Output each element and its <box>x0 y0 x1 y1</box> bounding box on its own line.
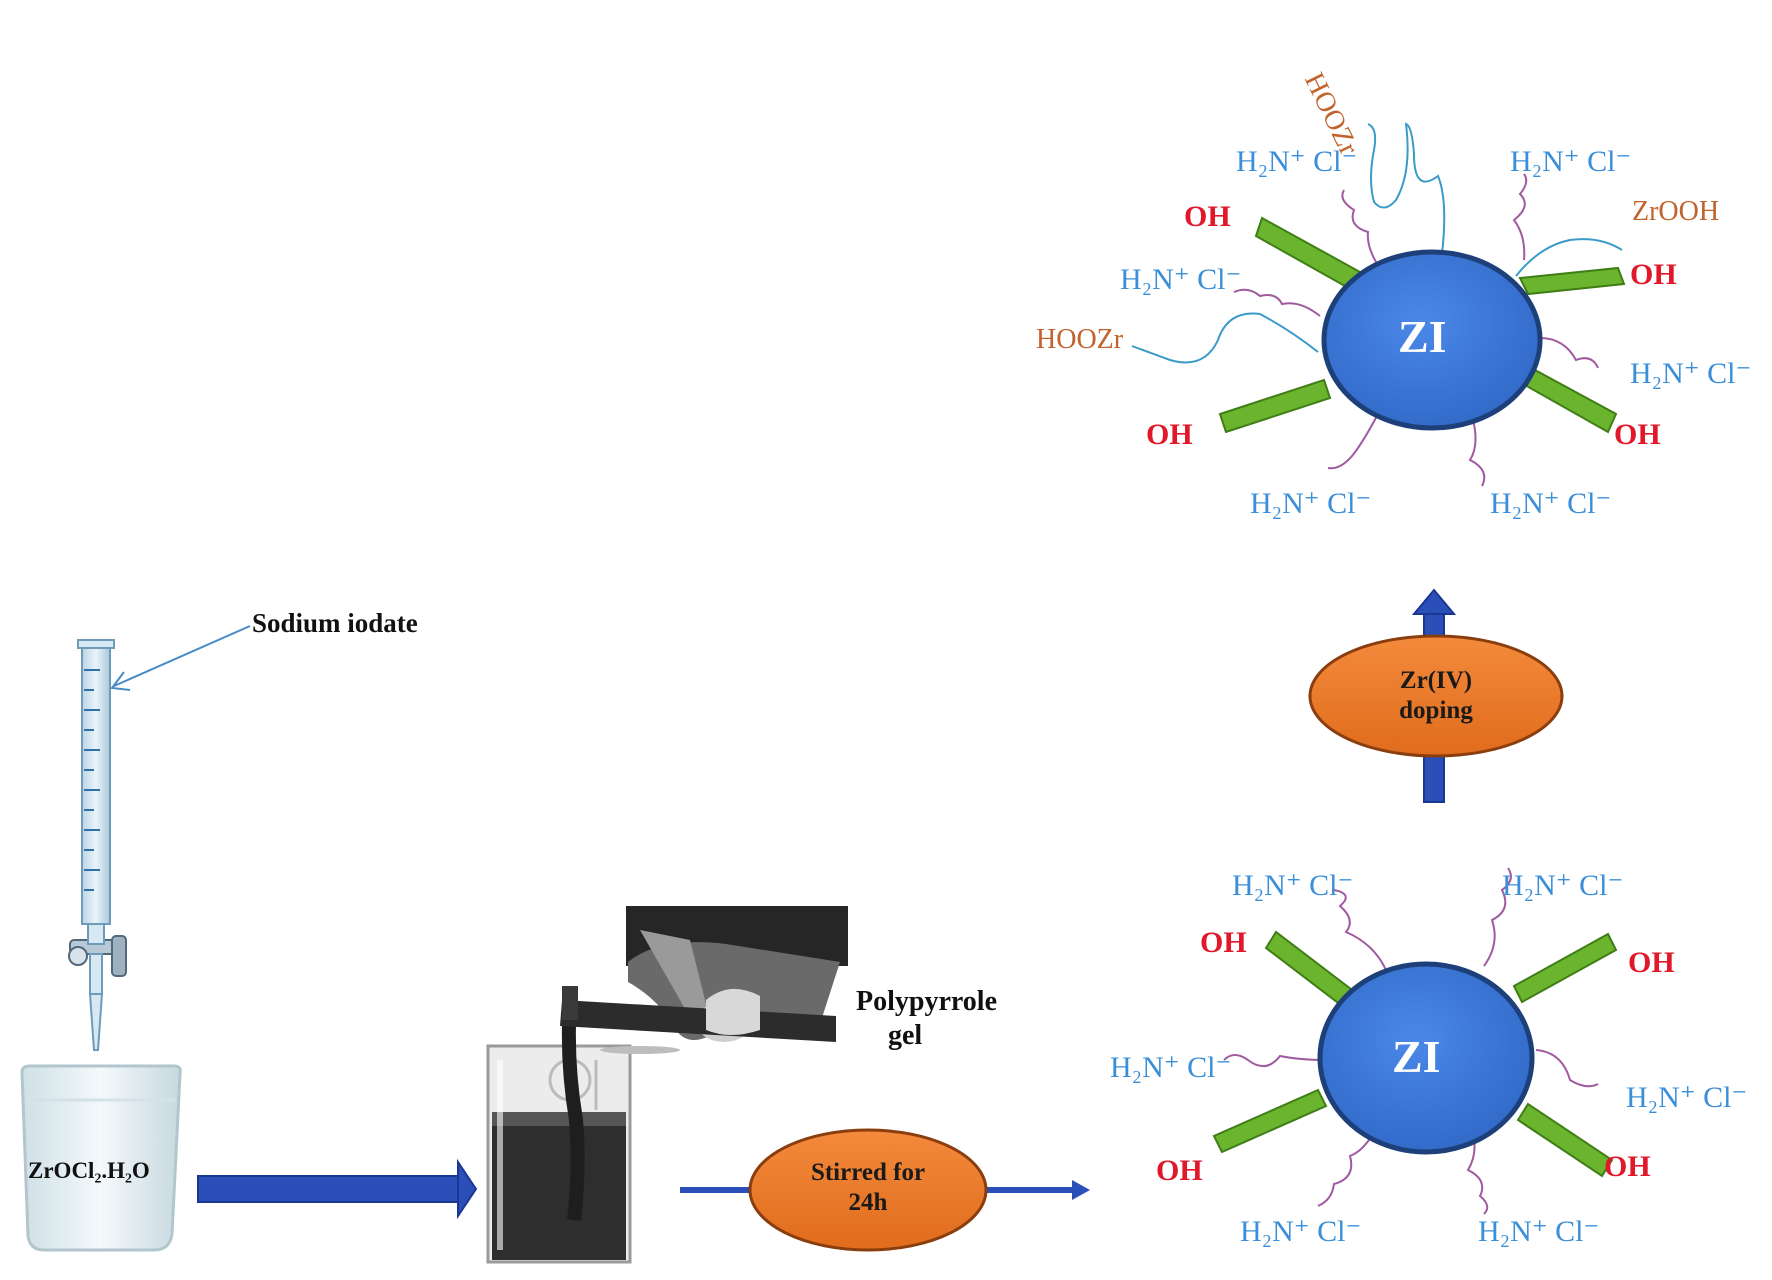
amine-label-upper-6: H₂N⁺ Cl⁻ <box>1490 487 1612 520</box>
amine-label-upper-5: H₂N⁺ Cl⁻ <box>1250 487 1372 520</box>
particle-core-label-lower: ZI <box>1392 1031 1441 1082</box>
oh-label-lower-1: OH <box>1200 926 1247 959</box>
particle-core-label-upper: ZI <box>1398 311 1447 362</box>
doping-step-line1: Zr(IV) <box>1399 667 1473 694</box>
stirred-step-ellipse <box>748 1128 988 1252</box>
amine-label-lower-6: H₂N⁺ Cl⁻ <box>1478 1215 1600 1248</box>
sodium-iodate-label: Sodium iodate <box>252 608 418 638</box>
oh-label-lower-3: OH <box>1156 1154 1203 1187</box>
polypyrrole-gel-label-line2: gel <box>888 1020 923 1051</box>
arrow-to-polymer <box>197 1158 478 1220</box>
amine-label-lower-2: H₂N⁺ Cl⁻ <box>1502 869 1624 902</box>
amine-label-lower-5: H₂N⁺ Cl⁻ <box>1240 1215 1362 1248</box>
hand-pouring-gel <box>560 906 848 1054</box>
amine-label-upper-4: H₂N⁺ Cl⁻ <box>1630 357 1752 390</box>
stirred-step-line1: Stirred for <box>810 1159 926 1186</box>
zi-particle-upper <box>1131 122 1626 487</box>
amine-label-upper-3: H₂N⁺ Cl⁻ <box>1120 263 1242 296</box>
polypyrrole-gel-label-line1: Polypyrrole <box>856 986 998 1017</box>
zirconium-salt-label: ZrOCl₂.H₂O <box>28 1158 150 1183</box>
oh-label-upper-4: OH <box>1614 418 1661 451</box>
zi-particle-lower <box>1212 867 1618 1215</box>
oh-label-lower-2: OH <box>1628 946 1675 979</box>
doping-step-label: Zr(IV) doping <box>1366 666 1506 726</box>
burette <box>68 639 127 1051</box>
doping-step-line2: doping <box>1399 697 1473 724</box>
amine-label-lower-3: H₂N⁺ Cl⁻ <box>1110 1051 1232 1084</box>
stirred-step-line2: 24h <box>848 1189 888 1216</box>
amine-label-lower-4: H₂N⁺ Cl⁻ <box>1626 1081 1748 1114</box>
oh-label-upper-1: OH <box>1184 200 1231 233</box>
oh-label-upper-2: OH <box>1630 258 1677 291</box>
amine-label-upper-2: H₂N⁺ Cl⁻ <box>1510 145 1632 178</box>
amine-label-upper-1: H₂N⁺ Cl⁻ <box>1236 145 1358 178</box>
hoozr-label-left: HOOZr <box>1036 324 1124 355</box>
oh-label-upper-3: OH <box>1146 418 1193 451</box>
sodium-iodate-pointer <box>113 625 251 687</box>
stirred-step-label: Stirred for 24h <box>790 1158 946 1218</box>
zrooh-label: ZrOOH <box>1632 196 1720 227</box>
zirconium-beaker <box>20 1064 182 1252</box>
amine-label-lower-1: H₂N⁺ Cl⁻ <box>1232 869 1354 902</box>
doping-step-ellipse <box>1308 634 1564 758</box>
oh-label-lower-4: OH <box>1604 1150 1651 1183</box>
polymer-beaker <box>486 1001 632 1264</box>
